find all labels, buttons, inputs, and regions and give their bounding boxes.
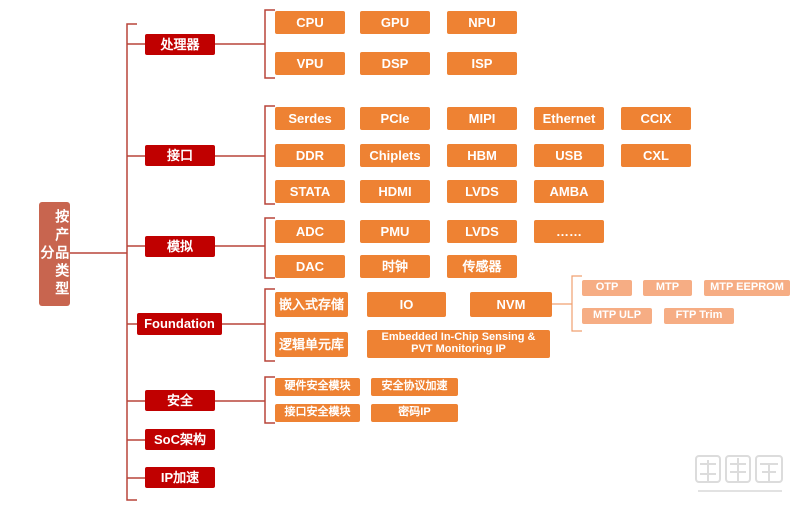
item-sensor: 传感器: [447, 255, 517, 278]
item-more: ……: [534, 220, 604, 243]
item-ccix: CCIX: [621, 107, 691, 130]
item-dac: DAC: [275, 255, 345, 278]
item-isp: ISP: [447, 52, 517, 75]
item-cxl: CXL: [621, 144, 691, 167]
item-chiplets: Chiplets: [360, 144, 430, 167]
item-ddr: DDR: [275, 144, 345, 167]
item-mipi: MIPI: [447, 107, 517, 130]
category-interface: 接口: [145, 145, 215, 166]
item-logic-library: 逻辑单元库: [275, 332, 348, 357]
item-stata: STATA: [275, 180, 345, 203]
item-hdmi: HDMI: [360, 180, 430, 203]
sub-item-otp: OTP: [582, 280, 632, 296]
watermark-logo: [695, 455, 783, 492]
item-adc: ADC: [275, 220, 345, 243]
item-hbm: HBM: [447, 144, 517, 167]
item-npu: NPU: [447, 11, 517, 34]
item-io: IO: [367, 292, 446, 317]
item-ethernet: Ethernet: [534, 107, 604, 130]
sub-item-mtp: MTP: [643, 280, 692, 296]
item-pmu: PMU: [360, 220, 430, 243]
sub-item-ftp-trim: FTP Trim: [664, 308, 734, 324]
item-analog-lvds: LVDS: [447, 220, 517, 243]
item-cpu: CPU: [275, 11, 345, 34]
item-lvds: LVDS: [447, 180, 517, 203]
item-embedded-memory: 嵌入式存储: [275, 292, 348, 317]
item-usb: USB: [534, 144, 604, 167]
sub-item-mtp-ulp: MTP ULP: [582, 308, 652, 324]
category-foundation: Foundation: [137, 313, 222, 335]
item-gpu: GPU: [360, 11, 430, 34]
item-dsp: DSP: [360, 52, 430, 75]
category-processor: 处理器: [145, 34, 215, 55]
category-soc: SoC架构: [145, 429, 215, 450]
sub-item-mtp-eeprom: MTP EEPROM: [704, 280, 790, 296]
item-clock: 时钟: [360, 255, 430, 278]
item-amba: AMBA: [534, 180, 604, 203]
item-pcie: PCIe: [360, 107, 430, 130]
item-crypto-ip: 密码IP: [371, 404, 458, 422]
item-hardware-security-module: 硬件安全模块: [275, 378, 360, 396]
category-security: 安全: [145, 390, 215, 411]
root-node: 按产品类型分: [39, 202, 70, 306]
item-vpu: VPU: [275, 52, 345, 75]
item-interface-security-module: 接口安全模块: [275, 404, 360, 422]
item-security-protocol-accel: 安全协议加速: [371, 378, 458, 396]
item-serdes: Serdes: [275, 107, 345, 130]
item-nvm: NVM: [470, 292, 552, 317]
category-analog: 模拟: [145, 236, 215, 257]
item-pvt-monitoring-ip: Embedded In-Chip Sensing & PVT Monitorin…: [367, 330, 550, 358]
category-ip-accel: IP加速: [145, 467, 215, 488]
